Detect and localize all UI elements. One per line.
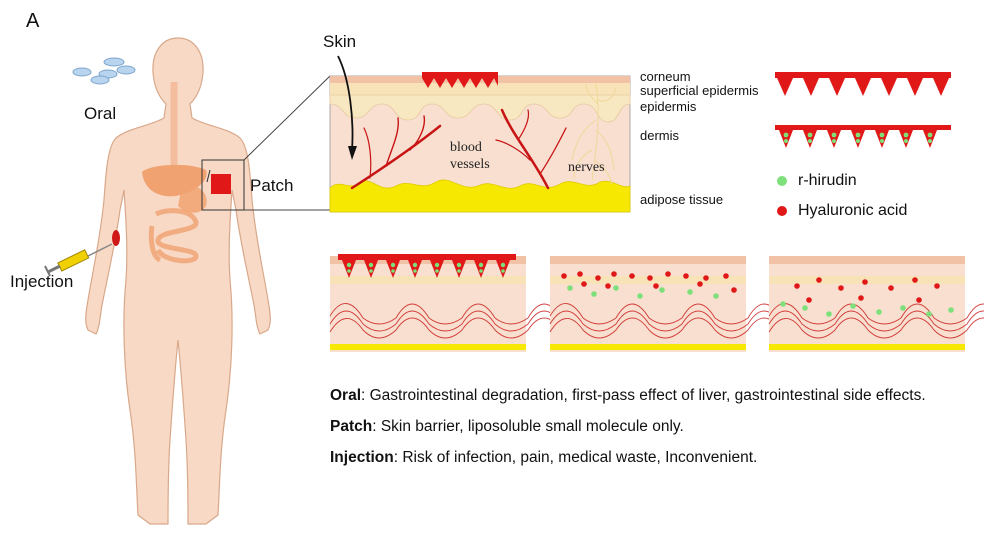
panel-label: A [26, 10, 40, 32]
patch-on-skin [422, 72, 498, 78]
skin-cross-section [329, 55, 631, 213]
nerves-label: nerves [568, 160, 605, 175]
note-injection-text: : Risk of infection, pain, medical waste… [393, 449, 758, 466]
stage-panel-2 [549, 256, 782, 352]
note-oral: Oral: Gastrointestinal degradation, firs… [330, 380, 950, 411]
injection-label: Injection [10, 272, 74, 291]
note-injection-term: Injection [330, 449, 394, 466]
intestines-icon [148, 208, 199, 264]
layer-superficial-epidermis: superficial epidermis [640, 83, 759, 98]
layer-adipose: adipose tissue [640, 192, 724, 207]
syringe-icon [44, 243, 113, 277]
oral-label: Oral [84, 104, 117, 123]
patch-label: Patch [250, 176, 294, 195]
injection-site [112, 230, 120, 246]
r-hirudin-legend-label: r-hirudin [798, 172, 857, 189]
dissolution-stages [329, 254, 984, 352]
human-body [85, 37, 271, 525]
layer-dermis: dermis [640, 128, 680, 143]
stage-panel-1 [329, 254, 562, 352]
note-patch-term: Patch [330, 418, 373, 435]
pills-icon [72, 57, 136, 85]
skin-label: Skin [323, 32, 357, 51]
stage-panel-3 [768, 256, 984, 352]
layer-corneum: corneum [640, 69, 691, 84]
route-notes: Oral: Gastrointestinal degradation, firs… [330, 380, 970, 473]
patch-site-box [201, 159, 245, 211]
layer-epidermis: epidermis [640, 99, 697, 114]
hyaluronic-acid-legend-dot [777, 206, 787, 216]
note-patch: Patch: Skin barrier, liposoluble small m… [330, 411, 970, 442]
blood-vessels-label-1: blood [450, 140, 482, 155]
note-oral-text: : Gastrointestinal degradation, first-pa… [361, 387, 926, 404]
hyaluronic-acid-legend-label: Hyaluronic acid [798, 202, 908, 219]
patch-icon [211, 174, 231, 194]
note-injection: Injection: Risk of infection, pain, medi… [330, 442, 970, 473]
hyaluronic-microneedle-array [775, 72, 951, 96]
note-oral-term: Oral [330, 387, 362, 404]
note-patch-text: : Skin barrier, liposoluble small molecu… [372, 418, 684, 435]
loaded-microneedle-array [775, 125, 951, 148]
r-hirudin-legend-dot [777, 176, 787, 186]
blood-vessels-label-2: vessels [450, 157, 490, 172]
